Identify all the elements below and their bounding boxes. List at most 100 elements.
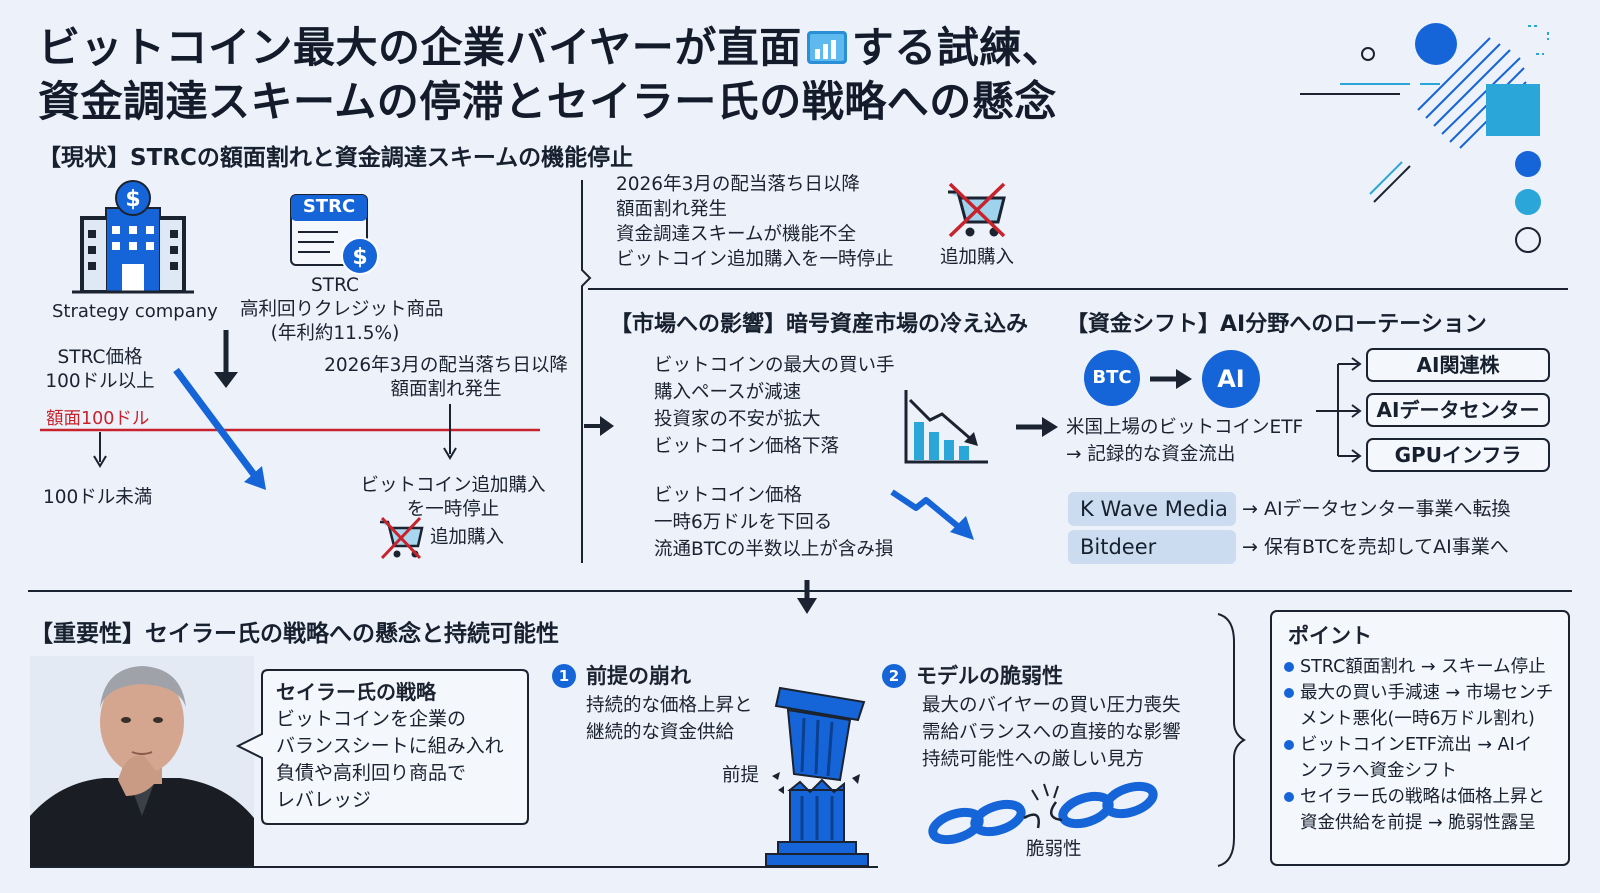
shift-heading: 【資金シフト】AI分野へのローテーション bbox=[1066, 312, 1487, 337]
points-box: ポイント STRC額面割れ → スキーム停止 最大の買い手減速 → 市場センチ … bbox=[1270, 610, 1570, 866]
declining-chart-icon bbox=[904, 390, 988, 464]
title-part-b: する試練、 bbox=[851, 23, 1065, 72]
point-item-line: セイラー氏の戦略は価格上昇と bbox=[1300, 787, 1545, 807]
point-1-line: 持続的な価格上昇と bbox=[586, 695, 753, 716]
market-line: 一時6万ドルを下回る bbox=[654, 512, 833, 533]
status-heading: 【現状】STRCの額面割れと資金調達スキームの機能停止 bbox=[38, 145, 634, 171]
saylor-portrait bbox=[30, 656, 254, 868]
halt-line-1: ビットコイン追加購入 bbox=[360, 475, 546, 496]
point-1-title-text: 前提の崩れ bbox=[586, 664, 691, 688]
point-1-lines: 持続的な価格上昇と 継続的な資金供給 bbox=[586, 692, 753, 746]
points-list: STRC額面割れ → スキーム停止 最大の買い手減速 → 市場センチ メント悪化… bbox=[1282, 654, 1566, 836]
halt-note: ビットコイン追加購入 を一時停止 bbox=[340, 474, 566, 522]
market-line: 購入ペースが減速 bbox=[654, 382, 802, 403]
section-separator bbox=[581, 180, 614, 563]
market-line: ビットコイン価格下落 bbox=[654, 436, 840, 457]
exdiv-line-1: 2026年3月の配当落ち日以降 bbox=[324, 355, 568, 376]
exdiv-line-2: 額面割れ発生 bbox=[390, 379, 502, 400]
cart-blocked-icon bbox=[380, 516, 424, 560]
number-badge: 1 bbox=[552, 664, 576, 688]
point-2-lines: 最大のバイヤーの買い圧力喪失 需給バランスへの直接的な影響 持続可能性への厳しい… bbox=[922, 692, 1181, 773]
point-item-line: ビットコインETF流出 → AIイ bbox=[1300, 735, 1533, 755]
point-item-line: 資金供給を前提 → 脆弱性露呈 bbox=[1300, 813, 1536, 833]
cart-label-summary: 追加購入 bbox=[940, 247, 1015, 268]
point-item-line: ンフラへ資金シフト bbox=[1300, 761, 1457, 781]
cart-label-left: 追加購入 bbox=[430, 527, 505, 548]
price-above-label: STRC価格 100ドル以上 bbox=[40, 346, 160, 394]
point-item-line: 最大の買い手減速 → 市場センチ bbox=[1300, 683, 1554, 703]
price-below-label: 100ドル未満 bbox=[43, 487, 153, 508]
strc-info: STRC 高利回りクレジット商品 (年利約11.5%) bbox=[240, 274, 444, 346]
strc-badge-text: STRC bbox=[302, 196, 356, 217]
summary-line: 額面割れ発生 bbox=[616, 199, 728, 220]
etf-outflow-text: 米国上場のビットコインETF → 記録的な資金流出 bbox=[1066, 414, 1303, 468]
summary-lines: 2026年3月の配当落ち日以降 額面割れ発生 資金調達スキームが機能不全 ビット… bbox=[616, 172, 894, 272]
pillar-label: 前提 bbox=[722, 765, 760, 786]
etf-line-1: 米国上場のビットコインETF bbox=[1066, 417, 1304, 438]
broken-pillar-icon bbox=[765, 686, 869, 867]
summary-line: 2026年3月の配当落ち日以降 bbox=[616, 174, 860, 195]
strc-product-icon: $ STRC bbox=[290, 194, 379, 275]
point-item-line: メント悪化(一時6万ドル割れ) bbox=[1300, 709, 1535, 729]
market-line: ビットコインの最大の買い手 bbox=[654, 355, 895, 376]
point-item: セイラー氏の戦略は価格上昇と 資金供給を前提 → 脆弱性露呈 bbox=[1282, 784, 1566, 836]
summary-line: 資金調達スキームが機能不全 bbox=[616, 224, 856, 245]
halt-line-2: を一時停止 bbox=[406, 499, 500, 520]
arrow-right-icon bbox=[1016, 417, 1058, 437]
price-above-line-2: 100ドル以上 bbox=[45, 371, 155, 392]
zigzag-down-arrow-icon bbox=[890, 489, 974, 540]
point-2-line: 需給バランスへの直接的な影響 bbox=[922, 722, 1181, 743]
point-1-line: 継続的な資金供給 bbox=[586, 722, 735, 743]
points-heading: ポイント bbox=[1288, 624, 1372, 648]
strc-rate: (年利約11.5%) bbox=[270, 323, 400, 344]
par-value-label: 額面100ドル bbox=[46, 409, 150, 429]
point-item-line: STRC額面割れ → スキーム停止 bbox=[1300, 657, 1546, 677]
point-2-title: 2 モデルの脆弱性 bbox=[882, 660, 1063, 690]
company-label: Strategy company bbox=[52, 301, 218, 322]
market-lines-b: ビットコイン価格 一時6万ドルを下回る 流通BTCの半数以上が含み損 bbox=[654, 482, 893, 563]
market-lines-a: ビットコインの最大の買い手 購入ペースが減速 投資家の不安が拡大 ビットコイン価… bbox=[654, 352, 895, 460]
point-item: 最大の買い手減速 → 市場センチ メント悪化(一時6万ドル割れ) bbox=[1282, 680, 1566, 732]
title-line-2: 資金調達スキームの停滞とセイラー氏の戦略への懸念 bbox=[38, 77, 1057, 126]
summary-line: ビットコイン追加購入を一時停止 bbox=[616, 249, 894, 270]
strategy-title: セイラー氏の戦略 bbox=[276, 680, 436, 704]
company-pill: K Wave Media bbox=[1068, 492, 1236, 526]
office-building-icon: $ bbox=[72, 180, 194, 294]
market-line: ビットコイン価格 bbox=[654, 485, 803, 506]
price-above-line-1: STRC価格 bbox=[57, 347, 143, 368]
point-item: ビットコインETF流出 → AIイ ンフラへ資金シフト bbox=[1282, 732, 1566, 784]
strc-desc: 高利回りクレジット商品 bbox=[240, 299, 444, 320]
company-desc: → AIデータセンター事業へ転換 bbox=[1242, 498, 1511, 520]
target-ai-stocks: AI関連株 bbox=[1366, 348, 1550, 382]
strategy-speech-bubble bbox=[235, 669, 529, 825]
svg-text:$: $ bbox=[125, 187, 140, 212]
point-2-title-text: モデルの脆弱性 bbox=[916, 664, 1063, 688]
point-item: STRC額面割れ → スキーム停止 bbox=[1282, 654, 1566, 680]
btc-circle: BTC bbox=[1084, 350, 1140, 406]
point-2-line: 最大のバイヤーの買い圧力喪失 bbox=[922, 695, 1181, 716]
arrow-right-icon bbox=[1150, 369, 1192, 389]
company-pill: Bitdeer bbox=[1068, 530, 1236, 564]
number-badge: 2 bbox=[882, 664, 906, 688]
cart-blocked-icon bbox=[948, 182, 1006, 238]
chain-label: 脆弱性 bbox=[1026, 839, 1082, 860]
target-gpu-infra: GPUインフラ bbox=[1366, 438, 1550, 472]
exdiv-note: 2026年3月の配当落ち日以降 額面割れ発生 bbox=[318, 354, 574, 402]
strategy-line: レバレッジ bbox=[276, 789, 372, 811]
branch-arrows bbox=[1316, 357, 1362, 463]
market-line: 流通BTCの半数以上が含み損 bbox=[654, 539, 894, 560]
ai-circle: AI bbox=[1202, 350, 1260, 408]
target-ai-datacenter: AIデータセンター bbox=[1366, 393, 1550, 427]
status-diagram-lines bbox=[40, 330, 540, 490]
broken-chain-icon bbox=[928, 781, 1158, 845]
divider bbox=[30, 866, 878, 868]
point-1-title: 1 前提の崩れ bbox=[552, 660, 691, 690]
chart-emoji-icon bbox=[806, 26, 848, 64]
importance-heading: 【重要性】セイラー氏の戦略への懸念と持続可能性 bbox=[30, 621, 559, 647]
market-heading: 【市場への影響】暗号資産市場の冷え込み bbox=[610, 312, 1029, 337]
brace-right bbox=[1217, 613, 1246, 867]
market-line: 投資家の不安が拡大 bbox=[654, 409, 821, 430]
point-2-line: 持続可能性への厳しい見方 bbox=[922, 749, 1145, 770]
strategy-line: ビットコインを企業の bbox=[276, 708, 467, 730]
